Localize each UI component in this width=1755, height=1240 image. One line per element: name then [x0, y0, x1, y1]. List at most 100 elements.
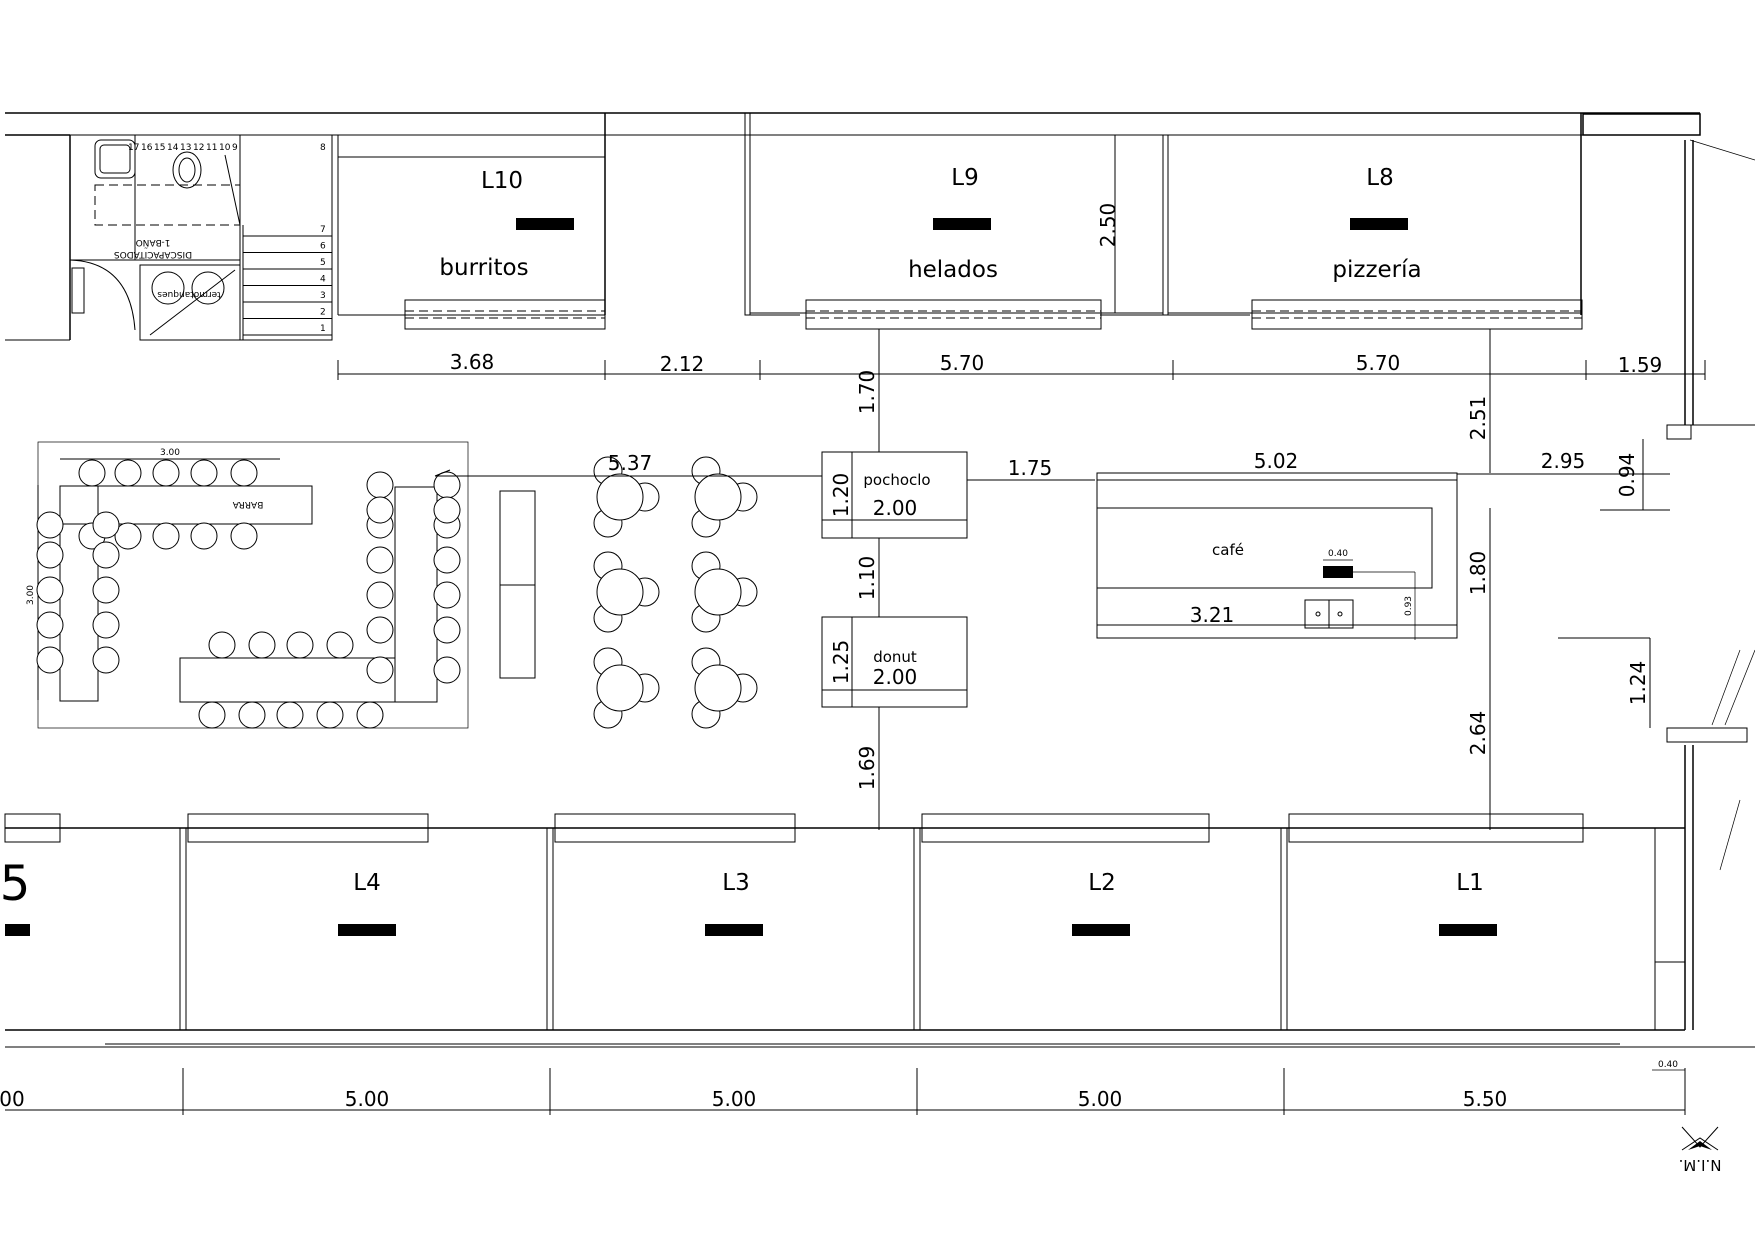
bar-stool	[92, 611, 120, 639]
stair-step-5: 5	[320, 258, 326, 268]
dim-250: 2.50	[1096, 203, 1120, 248]
dim-264: 2.64	[1466, 711, 1490, 756]
dim-212: 2.12	[660, 352, 705, 376]
kiosk-donut: donut 2.00 1.25	[821, 616, 968, 708]
stair-step-7: 7	[320, 225, 326, 235]
bar-stool	[190, 459, 218, 487]
kiosk-depth-donut: 1.25	[829, 640, 853, 685]
bar-stool	[248, 631, 276, 659]
barra-dim-top: 3.00	[160, 448, 180, 458]
dim-537: 5.37	[608, 451, 653, 475]
kiosk-pochoclo: pochoclo 2.00 1.20	[821, 451, 968, 539]
bar-stool	[230, 459, 258, 487]
stair-top-14: 14	[167, 143, 179, 153]
barra-label: BARRA	[232, 499, 263, 509]
bar-stool	[286, 631, 314, 659]
top-counters	[404, 218, 1583, 330]
bar-stool	[92, 541, 120, 569]
termotanques-label: termotanques	[157, 289, 221, 299]
dim-175: 1.75	[1008, 456, 1053, 480]
bar-stool	[92, 646, 120, 674]
kiosk-name-donut: donut	[873, 648, 917, 666]
stair-top-12: 12	[193, 143, 204, 153]
bar-stool	[92, 576, 120, 604]
bottom-counters	[4, 813, 1584, 936]
stair-step-1: 1	[320, 324, 326, 334]
dim-295: 2.95	[1541, 449, 1586, 473]
dim-537-group: 5.37	[434, 451, 822, 477]
dim-110: 1.10	[855, 556, 879, 601]
locale-id-l4: L4	[353, 870, 380, 896]
bar-stool	[36, 576, 64, 604]
locale-id-l9: L9	[951, 165, 978, 191]
dim-159: 1.59	[1618, 353, 1663, 377]
bar-stool	[36, 511, 64, 539]
dim-251: 2.51	[1466, 396, 1490, 441]
bar-stool	[36, 646, 64, 674]
bar-stool	[36, 611, 64, 639]
bar-stool	[433, 546, 461, 574]
bar-stool	[366, 546, 394, 574]
stair-step-3: 3	[320, 291, 326, 301]
bar-stool	[366, 616, 394, 644]
sign-l10	[516, 218, 574, 230]
cafe-dim-040: 0.40	[1328, 549, 1348, 559]
bar-stool	[326, 631, 354, 659]
bar-stool	[92, 511, 120, 539]
kiosk-name-pochoclo: pochoclo	[863, 471, 930, 489]
bottom-dimensions: 00 5.00 5.00 5.00 5.50 0.40	[0, 1060, 1686, 1115]
locale-id-l10: L10	[481, 168, 523, 194]
bar-stool	[366, 656, 394, 684]
round-tables	[593, 456, 758, 729]
kiosk-width-pochoclo: 2.00	[873, 496, 918, 520]
dim-170: 1.70	[855, 370, 879, 415]
sign-l4	[338, 924, 396, 936]
bottom-dim-l4: 5.00	[345, 1087, 390, 1111]
bottom-dim-partial: 00	[0, 1087, 25, 1111]
bar-stool	[433, 616, 461, 644]
sign-l1	[1439, 924, 1497, 936]
bar-stool	[366, 581, 394, 609]
stair-top-15: 15	[154, 143, 165, 153]
stair-step-6: 6	[320, 242, 326, 252]
bathroom: 1-BAÑO DISCAPACITADOS termotanques	[69, 139, 241, 336]
bar-stools	[36, 459, 461, 729]
locale-id-l3: L3	[722, 870, 749, 896]
bar-stool	[208, 631, 236, 659]
stair-top-10: 10	[219, 143, 231, 153]
dim-180: 1.80	[1466, 551, 1490, 596]
locale-name-burritos: burritos	[439, 255, 528, 281]
bano-label-1: 1-BAÑO	[136, 237, 171, 248]
round-table	[593, 551, 660, 633]
round-table	[593, 647, 660, 729]
stair-top-13: 13	[180, 143, 191, 153]
dim-169: 1.69	[855, 746, 879, 791]
bar-stool	[366, 471, 394, 499]
bottom-shop-labels: 5 L4 L3 L2 L1	[0, 856, 1484, 912]
walls	[5, 112, 1755, 1030]
cafe-dim-093: 0.93	[1404, 596, 1414, 616]
round-table	[691, 551, 758, 633]
sign-l2	[1072, 924, 1130, 936]
bar-stool	[356, 701, 384, 729]
kiosk-depth-pochoclo: 1.20	[829, 473, 853, 518]
bottom-dim-040: 0.40	[1658, 1060, 1678, 1070]
bar-stool	[190, 522, 218, 550]
top-shop-labels: L10 burritos L9 helados L8 pizzería	[439, 165, 1421, 283]
stair-step-8: 8	[320, 143, 326, 153]
sign-l8	[1350, 218, 1408, 230]
bar-stool	[152, 522, 180, 550]
stair-top-9: 9	[232, 143, 238, 153]
round-table	[593, 456, 660, 538]
stair-step-2: 2	[320, 308, 326, 318]
top-dimensions: 3.68 2.12 5.70 5.70 1.59 2.50	[337, 135, 1706, 380]
bar-stool	[198, 701, 226, 729]
dim-094: 0.94	[1615, 453, 1639, 498]
dim-124: 1.24	[1626, 661, 1650, 706]
north-label: N.I.M.	[1679, 1156, 1722, 1174]
cafe-dim-321: 3.21	[1190, 603, 1235, 627]
locale-name-helados: helados	[908, 257, 998, 283]
stair-top-17: 17	[128, 143, 139, 153]
